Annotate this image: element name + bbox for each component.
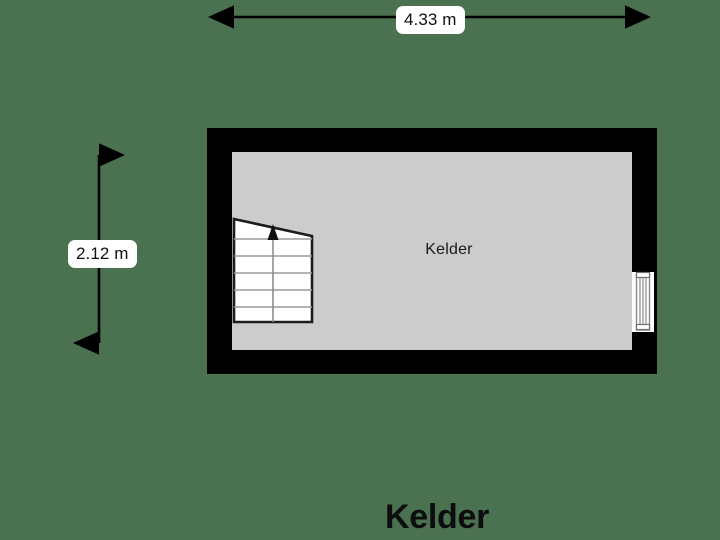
room-label: Kelder — [207, 241, 657, 259]
floorplan-geometry — [207, 128, 657, 374]
vertical-dimension-label: 2.12 m — [68, 240, 137, 268]
room-label-text: Kelder — [425, 241, 473, 258]
window-icon — [632, 271, 654, 332]
page-title: Kelder — [0, 498, 720, 537]
staircase-icon — [232, 217, 314, 324]
stair-up-arrow-icon — [267, 224, 279, 240]
page-title-text: Kelder — [384, 498, 490, 536]
floorplan-drawing: Kelder — [207, 128, 657, 374]
horizontal-dimension-label: 4.33 m — [396, 6, 465, 34]
